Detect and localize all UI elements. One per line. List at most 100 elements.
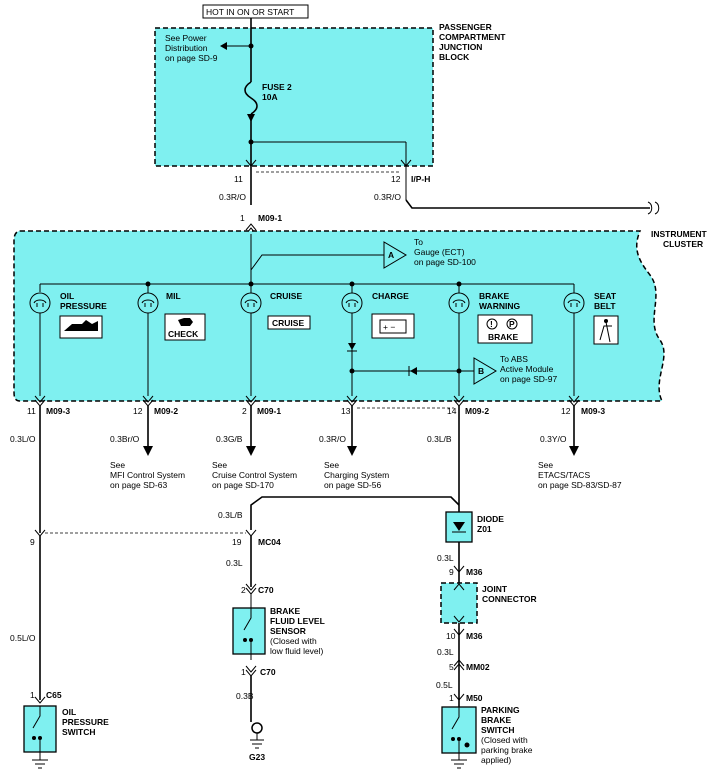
ground-icon (32, 759, 48, 769)
pin-19: 19 (232, 537, 242, 547)
ref-a-triangle-icon (383, 241, 407, 269)
wire-label-right: 0.3R/O (374, 192, 401, 202)
pin-12-top: 12 (391, 174, 401, 184)
out-pin-seatbelt: 12 (561, 406, 571, 416)
wire-05l: 0.5L (436, 680, 453, 690)
power-source-label: HOT IN ON OR START (206, 7, 294, 17)
ref-a-line-3: on page SD-100 (414, 257, 476, 267)
brake-fluid-label-2: FLUID LEVEL (270, 616, 325, 626)
brake-warning-icon (486, 318, 498, 330)
lamp-oil-label-2: PRESSURE (60, 301, 107, 311)
see-cruise-3: on page SD-170 (212, 480, 274, 490)
junction-block-title-4: BLOCK (439, 52, 470, 62)
arrow-down-icon (143, 446, 153, 456)
lamp-mil: MIL CHECK (137, 284, 206, 341)
see-mil-1: See (110, 460, 125, 470)
ref-a-letter: A (388, 250, 394, 260)
wire-03l-mid: 0.3L (226, 558, 243, 568)
power-dist-ref-2: Distribution (165, 43, 208, 53)
lamp-cruise: CRUISE CRUISE (240, 291, 311, 330)
lamp-seat-belt: SEAT BELT (563, 284, 619, 345)
junction-block-title-3: JUNCTION (439, 42, 482, 52)
lamp-brake-warning: BRAKE WARNING ! P BRAKE (448, 284, 533, 344)
parking-note-3: applied) (481, 755, 511, 765)
pin-11-top: 11 (234, 174, 243, 184)
battery-icon (379, 319, 407, 334)
connector-c65: C65 (46, 690, 62, 700)
bulb-icon (240, 292, 262, 314)
oil-switch-label-1: OIL (62, 707, 76, 717)
see-cruise-2: Cruise Control System (212, 470, 297, 480)
svg-text:!: ! (490, 319, 493, 329)
brake-fluid-level-sensor (232, 607, 266, 655)
see-etacs-1: See (538, 460, 553, 470)
wire-cruise: 0.3G/B (216, 434, 243, 444)
wire-oil: 0.3L/O (10, 434, 36, 444)
brake-fluid-label-1: BRAKE (270, 606, 301, 616)
cluster-title-1: INSTRUMENT (651, 229, 708, 239)
wire-mil: 0.3Br/O (110, 434, 140, 444)
switch-icon (451, 707, 460, 760)
fuse-rating: 10A (262, 92, 278, 102)
see-mil-3: on page SD-63 (110, 480, 167, 490)
parking-note-1: (Closed with (481, 735, 528, 745)
pin-9-oil: 9 (30, 537, 35, 547)
pin-1-m09: 1 (240, 213, 245, 223)
connector-c70-top: C70 (258, 585, 274, 595)
oil-can-icon (64, 320, 98, 331)
out-conn-cruise: M09-1 (257, 406, 281, 416)
out-pin-cruise: 2 (242, 406, 247, 416)
ground-g23: G23 (249, 752, 265, 762)
pin-2-c70: 2 (241, 585, 246, 595)
ref-b-triangle-icon (473, 357, 497, 385)
power-dist-ref-3: on page SD-9 (165, 53, 218, 63)
lamp-seatbelt-label-1: SEAT (594, 291, 617, 301)
wire-brake: 0.3L/B (427, 434, 452, 444)
diode-label-2: Z01 (477, 524, 492, 534)
out-pin-charge: 13 (341, 406, 351, 416)
power-dist-ref-1: See Power (165, 33, 207, 43)
connector-m36-bot: M36 (466, 631, 483, 641)
out-conn-oil: M09-3 (46, 406, 70, 416)
pin-1-m50: 1 (449, 693, 454, 703)
seat-belt-icon (599, 321, 612, 343)
lamp-brake-label-2: WARNING (479, 301, 520, 311)
lamp-charge-label: CHARGE (372, 291, 409, 301)
engine-icon (178, 318, 193, 326)
connector-m50: M50 (466, 693, 483, 703)
out-pin-oil: 11 (27, 406, 36, 416)
parking-icon (506, 318, 518, 330)
see-etacs-2: ETACS/TACS (538, 470, 590, 480)
pin-5: 5 (449, 662, 454, 672)
diode-label-1: DIODE (477, 514, 504, 524)
fuse-label: FUSE 2 (262, 82, 292, 92)
lamp-oil-pressure: OIL PRESSURE (29, 284, 107, 339)
lamp-cruise-badge: CRUISE (272, 318, 304, 328)
power-source-box (202, 4, 309, 19)
see-charge-1: See (324, 460, 339, 470)
brake-fluid-note-1: (Closed with (270, 636, 317, 646)
see-charge-3: on page SD-56 (324, 480, 381, 490)
wire-03l-joint: 0.3L (437, 647, 454, 657)
wire-charge: 0.3R/O (319, 434, 346, 444)
ref-b-line-1: To ABS (500, 354, 528, 364)
connector-mc04: MC04 (258, 537, 281, 547)
lamp-brake-badge: BRAKE (488, 332, 519, 342)
brake-fluid-label-3: SENSOR (270, 626, 306, 636)
connector-ip-h: I/P-H (411, 174, 430, 184)
oil-switch-label-2: PRESSURE (62, 717, 109, 727)
connector-m09-1-top: M09-1 (258, 213, 282, 223)
lamp-mil-label: MIL (166, 291, 181, 301)
see-etacs-3: on page SD-83/SD-87 (538, 480, 622, 490)
oil-switch-label-3: SWITCH (62, 727, 96, 737)
parking-label-3: SWITCH (481, 725, 515, 735)
out-conn-seatbelt: M09-3 (581, 406, 605, 416)
svg-text:P: P (509, 319, 515, 329)
parking-note-2: parking brake (481, 745, 533, 755)
fuse-icon (244, 81, 258, 115)
power-dist-arrow-icon (220, 42, 227, 50)
wire-03b: 0.3B (236, 691, 254, 701)
connector-c70-bot: C70 (260, 667, 276, 677)
lamp-seatbelt-label-2: BELT (594, 301, 616, 311)
